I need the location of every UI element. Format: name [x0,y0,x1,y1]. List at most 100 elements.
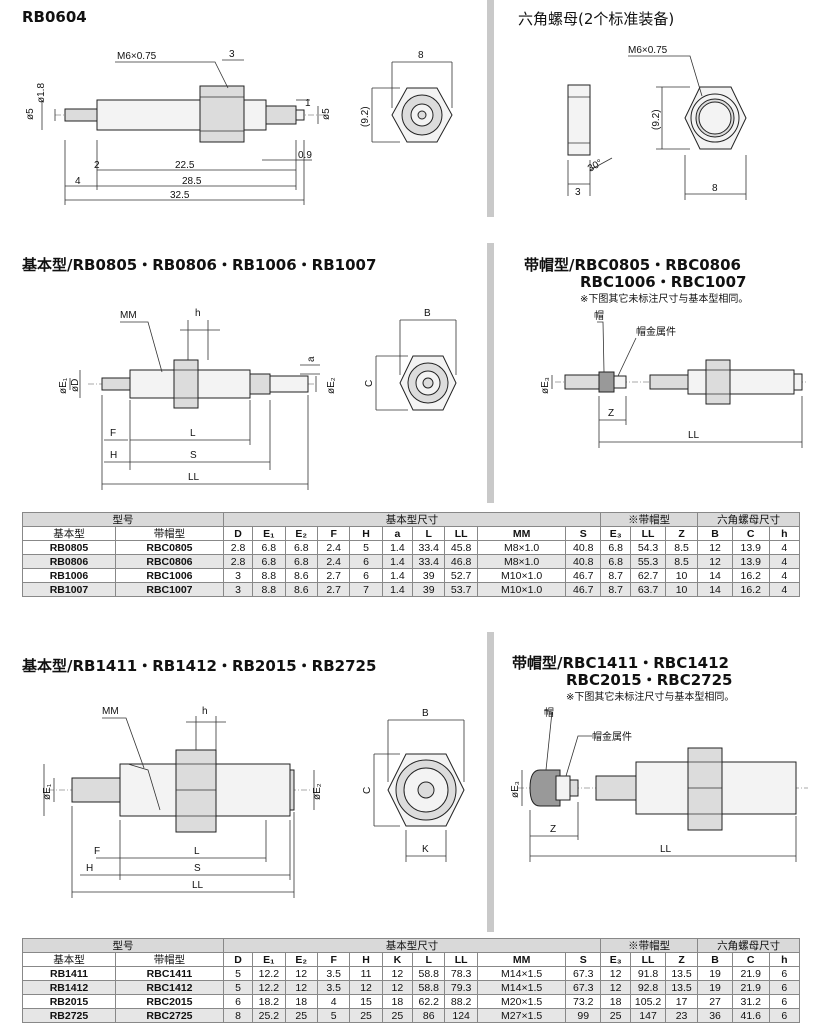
rb0604-tip-length: 1 [305,98,311,109]
table-cell: 46.7 [565,568,601,583]
table-cell: 17 [664,994,699,1009]
table-cell: 3.5 [316,980,351,995]
table-cell: 6 [768,966,801,981]
table-cell: 12 [381,966,414,981]
col-header: D [222,526,254,541]
col-header: h [768,952,801,967]
table-cell: 6 [768,994,801,1009]
table-cell: 18 [381,994,414,1009]
col-header: H [349,952,383,967]
small-ll-label: LL [188,472,200,483]
col-header: F [316,526,351,541]
basic-model-cell: RB1412 [22,980,116,995]
basic-model-cell: RB1007 [22,582,116,597]
table-cell: 18 [599,994,632,1009]
col-header: MM [476,952,567,967]
table-cell: 8.5 [664,554,699,569]
table-cell: 8.8 [252,582,286,597]
table-header-cap: ※带帽型 [599,512,699,527]
large-e1-label: øE₁ [42,783,53,800]
table-header-nut: 六角螺母尺寸 [697,512,800,527]
table-cell: 16.2 [731,568,770,583]
table-cell: M27×1.5 [476,1008,567,1023]
cap-model-cell: RBC1006 [114,568,224,583]
table-cell: 13.5 [664,966,699,981]
small-f-label: F [110,428,116,439]
table-cell: 7 [349,582,383,597]
table-cell: M20×1.5 [476,994,567,1009]
table-cell: 62.2 [412,994,446,1009]
table-cell: 105.2 [630,994,666,1009]
table-cell: 55.3 [630,554,666,569]
table-cell: M10×1.0 [476,582,567,597]
small-s-label: S [190,450,197,461]
col-cap-model: 带帽型 [114,952,224,967]
table-cell: 99 [565,1008,601,1023]
large-h-label: h [202,706,208,717]
col-header: C [731,526,770,541]
heading-hex-nut: 六角螺母(2个标准装备) [518,10,675,28]
nut-thickness: 3 [575,187,581,198]
table-cell: 79.3 [444,980,478,995]
table-cell: 4 [768,554,801,569]
col-header: F [316,952,351,967]
table-cell: 1.4 [381,582,414,597]
table-header-nut: 六角螺母尺寸 [697,938,800,953]
rb0604-end-width: 8 [418,50,424,61]
table-cell: 25.2 [252,1008,286,1023]
table-cell: 5 [222,980,254,995]
large-b-label: B [422,708,429,719]
col-header: E₃ [599,952,632,967]
small-e2-label: øE₂ [326,377,337,394]
table-cell: M8×1.0 [476,554,567,569]
table-cell: 88.2 [444,994,478,1009]
table-cell: 11 [349,966,383,981]
table-cell: 92.8 [630,980,666,995]
table-cell: 41.6 [731,1008,770,1023]
table-cell: 12 [284,966,318,981]
table-cell: 19 [697,966,733,981]
large-ll-label: LL [192,880,204,891]
table-cell: 6 [768,1008,801,1023]
col-header: E₁ [252,952,286,967]
table-cell: 8 [222,1008,254,1023]
col-header: K [381,952,414,967]
col-header: H [349,526,383,541]
table-cell: 13.5 [664,980,699,995]
col-header: LL [630,952,666,967]
table-cell: 21.9 [731,966,770,981]
col-header: LL [444,526,478,541]
table-cell: 6.8 [599,554,632,569]
rb0604-thread-label: M6×0.75 [117,51,157,62]
small-h-dim-label: H [110,450,117,461]
col-header: S [565,952,601,967]
table-cell: 10 [664,582,699,597]
table-cell: 36 [697,1008,733,1023]
col-header: D [222,952,254,967]
heading-cap-small-line2: RBC1006・RBC1007 [580,273,747,291]
table-cell: 40.8 [565,554,601,569]
large-s-label: S [194,863,201,874]
table-cell: 5 [222,966,254,981]
section-divider [487,243,494,503]
table-cell: 62.7 [630,568,666,583]
table-cell: 25 [381,1008,414,1023]
large-cap-metal-label: 帽金属件 [592,730,632,743]
table-cell: 53.7 [444,582,478,597]
heading-basic-large: 基本型/RB1411・RB1412・RB2015・RB2725 [22,657,377,675]
rb0604-dim-4: 4 [75,176,81,187]
cap-model-cell: RBC2725 [114,1008,224,1023]
small-cap-e3-label: øE₃ [540,377,551,394]
table-cell: 12 [349,980,383,995]
table-cell: M14×1.5 [476,980,567,995]
table-cell: 12 [284,980,318,995]
table-cell: M14×1.5 [476,966,567,981]
note-same-as-basic: ※下图其它未标注尺寸与基本型相同。 [580,294,749,305]
col-header: S [565,526,601,541]
table-cell: 54.3 [630,540,666,555]
small-a-label: a [306,356,317,362]
